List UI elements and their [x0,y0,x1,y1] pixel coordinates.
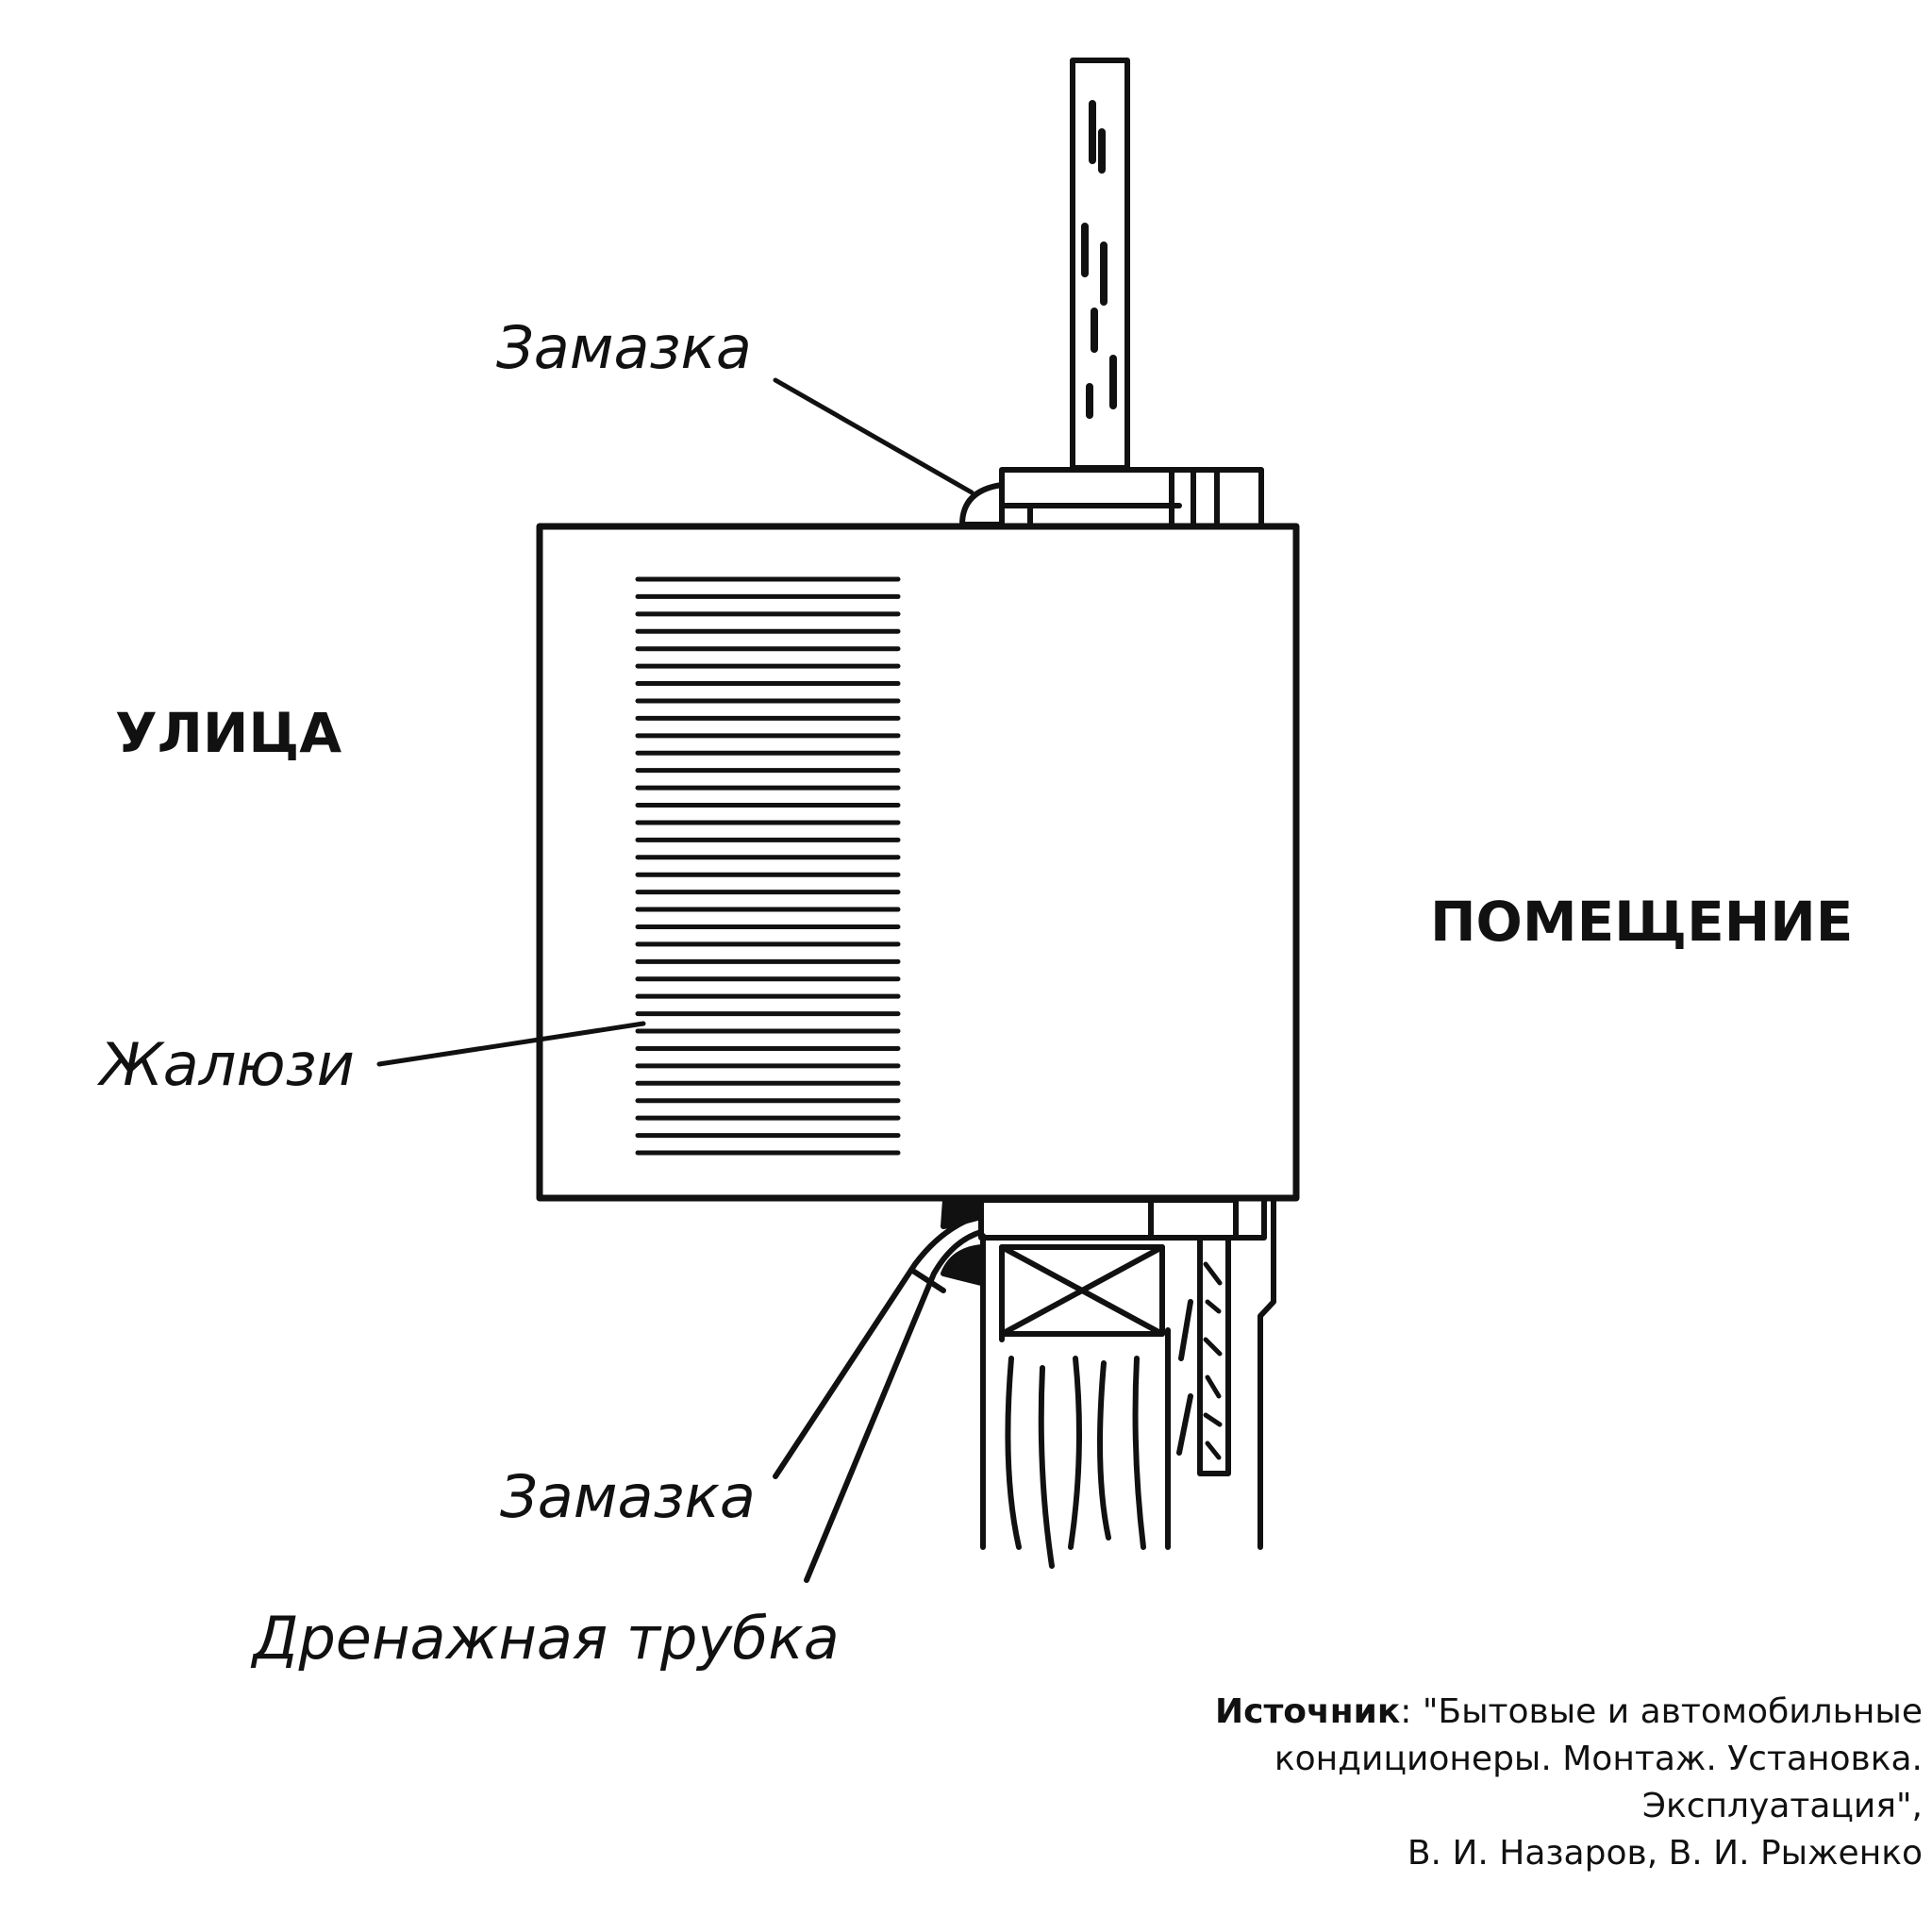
bottom-wall-structure [978,1197,1276,1569]
source-separator: : [1400,1692,1423,1731]
label-drain-tube: Дренажная трубка [253,1604,840,1673]
leader-putty-bottom [773,1267,914,1479]
leader-putty-top [773,377,974,495]
label-inside: ПОМЕЩЕНИЕ [1430,890,1854,954]
label-putty-top: Замазка [496,313,752,382]
source-line-3: Эксплуатация", [1641,1787,1923,1825]
source-line-1: "Бытовые и автомобильные [1422,1692,1923,1731]
leader-louvers [376,1021,646,1067]
source-prefix: Источник [1214,1692,1401,1731]
source-line-2: кондиционеры. Монтаж. Установка. [1274,1740,1923,1778]
top-wall-sill [999,467,1264,529]
source-line-4: В. И. Назаров, В. И. Рыженко [1407,1834,1923,1873]
label-outside: УЛИЦА [115,701,342,765]
label-putty-bottom: Замазка [500,1462,756,1531]
louver-grille [635,576,901,1156]
leader-drain-tube [804,1271,937,1583]
top-putty [959,482,1005,527]
upper-wall-post [1070,58,1130,471]
ac-unit-body [536,523,1300,1202]
source-citation: Источник: "Бытовые и автомобильные конди… [885,1689,1923,1877]
label-louvers: Жалюзи [100,1030,355,1099]
bottom-putty-inner [941,1244,984,1286]
